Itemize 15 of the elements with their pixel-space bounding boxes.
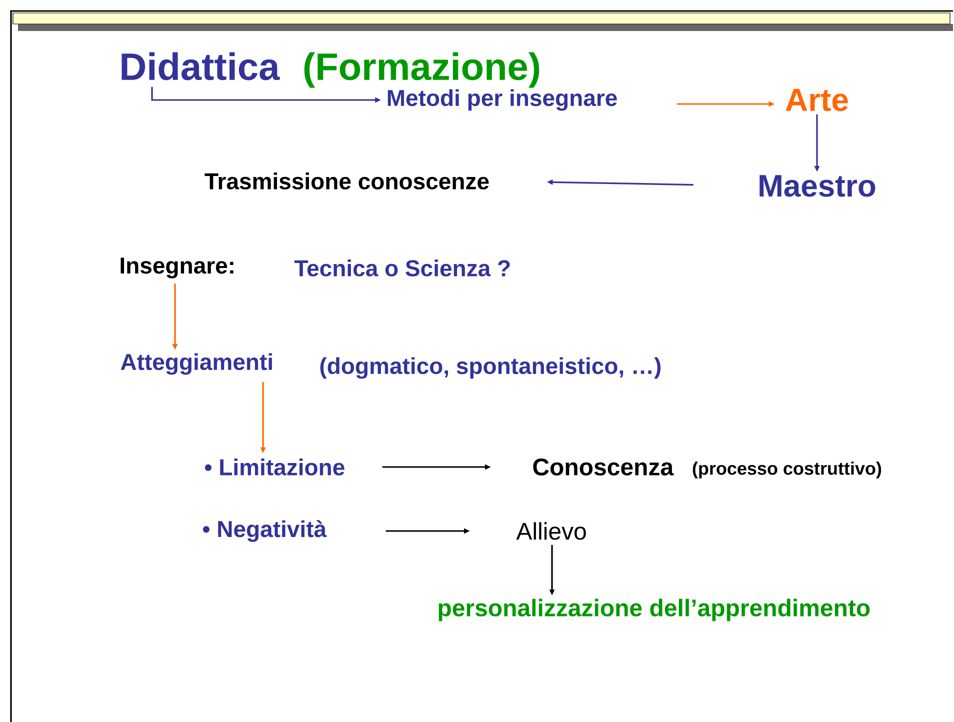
text-label: • Limitazione bbox=[204, 458, 344, 476]
text-label: Allievo bbox=[516, 522, 586, 540]
text-label: • Negatività bbox=[202, 520, 327, 542]
text-label: Tecnica o Scienza ? bbox=[294, 260, 510, 276]
text-label: Metodi per insegnare bbox=[388, 89, 617, 111]
text-label: Insegnare: bbox=[120, 258, 234, 278]
annotation: (processo costruttivo) bbox=[692, 462, 882, 478]
text-label: Didattica (Formazione) bbox=[122, 52, 540, 88]
text-label: (dogmatico, spontaneistico, …) bbox=[320, 357, 661, 379]
text-label: Conoscenza bbox=[533, 458, 674, 476]
text-label: Maestro bbox=[760, 175, 876, 197]
text-label: Trasmissione conoscenze bbox=[204, 172, 489, 190]
text-label: Arte bbox=[786, 88, 848, 112]
text-label: Atteggiamenti bbox=[120, 353, 272, 375]
text-label: personalizzazione dell’apprendimento bbox=[438, 598, 870, 622]
